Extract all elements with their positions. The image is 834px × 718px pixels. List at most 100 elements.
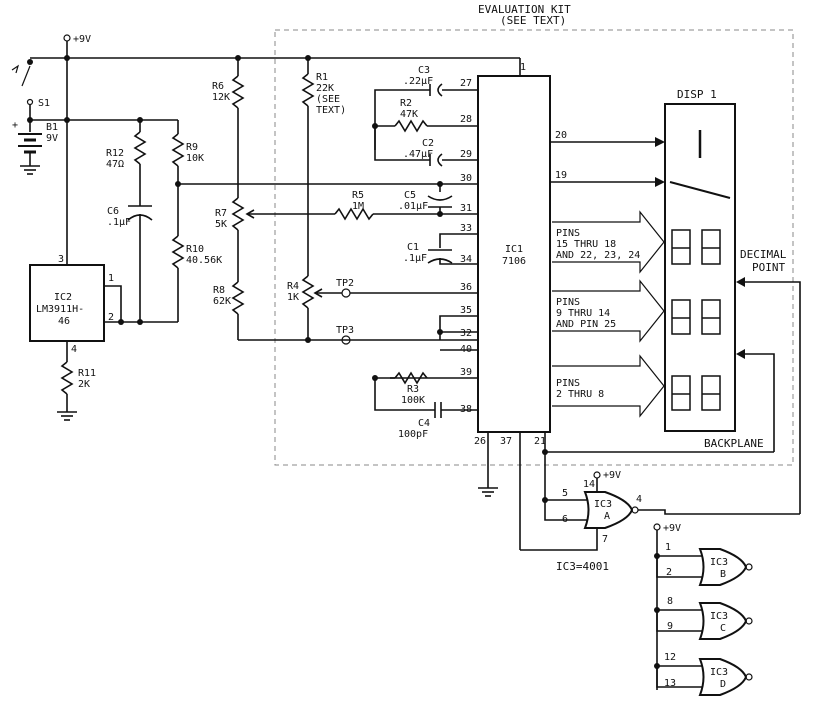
svg-text:PINS: PINS — [556, 297, 580, 308]
svg-text:.1μF: .1μF — [403, 253, 427, 264]
resistor-r12 — [133, 131, 147, 165]
svg-text:R1: R1 — [316, 72, 328, 83]
svg-text:C4: C4 — [418, 418, 430, 429]
svg-text:9: 9 — [667, 621, 673, 632]
svg-text:C: C — [720, 623, 726, 634]
svg-text:C2: C2 — [422, 138, 434, 149]
svg-text:IC1: IC1 — [505, 244, 523, 255]
svg-text:19: 19 — [555, 170, 567, 181]
svg-text:AND PIN 25: AND PIN 25 — [556, 319, 616, 330]
integrator-network: C3 .22μF R2 47K C2 .47μF — [372, 65, 478, 167]
ic3-unused-gates: +9V IC3 B 1 2 IC3 C 8 9 IC3 D 12 13 — [653, 523, 753, 696]
battery-name: B1 — [46, 122, 58, 133]
svg-text:4: 4 — [636, 494, 642, 505]
svg-text:2K: 2K — [78, 379, 90, 390]
svg-text:35: 35 — [460, 305, 472, 316]
svg-text:1K: 1K — [287, 292, 299, 303]
svg-text:47Ω: 47Ω — [106, 159, 124, 170]
svg-text:C5: C5 — [404, 190, 416, 201]
svg-text:3: 3 — [58, 254, 64, 265]
svg-text:7106: 7106 — [502, 256, 526, 267]
ic2-body — [29, 264, 105, 342]
svg-text:20: 20 — [555, 130, 567, 141]
svg-text:R9: R9 — [186, 142, 198, 153]
svg-text:A: A — [604, 511, 610, 522]
reference-divider: R6 12K R7 5K R8 62K — [212, 58, 478, 341]
switch-s1 — [21, 65, 31, 87]
svg-text:TP3: TP3 — [336, 325, 354, 336]
svg-text:5: 5 — [562, 488, 568, 499]
bus-arrows: PINS 15 THRU 18 AND 22, 23, 24 PINS 9 TH… — [552, 210, 665, 418]
svg-text:14: 14 — [583, 479, 595, 490]
svg-text:13: 13 — [664, 678, 676, 689]
r1-group: R1 22K (SEE TEXT) R4 1K — [287, 58, 346, 343]
resistor-r5 — [334, 207, 374, 221]
plus9v-label: +9V — [73, 34, 91, 45]
svg-text:LM3911H-: LM3911H- — [36, 304, 84, 315]
resistor-r4 — [301, 275, 315, 309]
resistor-r2 — [394, 119, 428, 133]
svg-text:R4: R4 — [287, 281, 299, 292]
svg-text:R7: R7 — [215, 208, 227, 219]
svg-text:8: 8 — [667, 596, 673, 607]
svg-text:28: 28 — [460, 114, 472, 125]
resistor-r11 — [60, 361, 74, 395]
plus9v-terminal — [63, 34, 71, 42]
svg-text:1: 1 — [108, 273, 114, 284]
switch-label: S1 — [38, 98, 50, 109]
resistor-r8 — [231, 281, 245, 315]
svg-text:R10: R10 — [186, 244, 204, 255]
svg-text:26: 26 — [474, 436, 486, 447]
svg-text:12: 12 — [664, 652, 676, 663]
resistor-r9 — [171, 133, 185, 167]
svg-text:C1: C1 — [407, 242, 419, 253]
svg-text:22K: 22K — [316, 83, 334, 94]
kit-title: EVALUATION KIT — [478, 3, 571, 16]
svg-text:34: 34 — [460, 254, 472, 265]
svg-text:6: 6 — [562, 514, 568, 525]
svg-text:B: B — [720, 569, 726, 580]
svg-text:R12: R12 — [106, 148, 124, 159]
svg-text:R11: R11 — [78, 368, 96, 379]
svg-text:.1μF: .1μF — [107, 217, 131, 228]
c1-group: C1 .1μF — [403, 233, 478, 265]
svg-text:IC3: IC3 — [710, 667, 728, 678]
svg-text:12K: 12K — [212, 92, 230, 103]
svg-text:10K: 10K — [186, 153, 204, 164]
svg-text:40: 40 — [460, 344, 472, 355]
svg-text:32: 32 — [460, 328, 472, 339]
svg-text:POINT: POINT — [752, 261, 785, 274]
svg-text:IC2: IC2 — [54, 292, 72, 303]
resistor-r10 — [171, 235, 185, 269]
ic1-chip: IC1 7106 27 28 29 30 31 33 34 36 35 32 4… — [460, 75, 567, 497]
svg-text:39: 39 — [460, 367, 472, 378]
svg-text:1M: 1M — [352, 201, 364, 212]
svg-text:62K: 62K — [213, 296, 231, 307]
kit-subtitle: (SEE TEXT) — [500, 14, 566, 27]
svg-text:R5: R5 — [352, 190, 364, 201]
oscillator-network: R3 100K C4 100pF — [372, 371, 478, 440]
tp2-test-point — [341, 288, 351, 298]
svg-text:D: D — [720, 679, 726, 690]
nor-gate-b — [698, 548, 748, 586]
svg-text:100pF: 100pF — [398, 429, 428, 440]
svg-text:2: 2 — [666, 567, 672, 578]
svg-text:.01μF: .01μF — [398, 201, 428, 212]
svg-text:7: 7 — [602, 534, 608, 545]
svg-text:1: 1 — [665, 542, 671, 553]
svg-text:PINS: PINS — [556, 228, 580, 239]
svg-text:AND 22, 23, 24: AND 22, 23, 24 — [556, 250, 640, 261]
svg-text:R8: R8 — [213, 285, 225, 296]
svg-text:+: + — [12, 120, 18, 131]
svg-text:IC3: IC3 — [710, 557, 728, 568]
svg-text:46: 46 — [58, 316, 70, 327]
svg-text:31: 31 — [460, 203, 472, 214]
svg-text:R6: R6 — [212, 81, 224, 92]
ic1-pin-1: 1 — [520, 62, 526, 73]
battery-section: +9V S1 + B1 9V — [11, 34, 91, 265]
svg-text:TP2: TP2 — [336, 278, 354, 289]
svg-text:(SEE: (SEE — [316, 94, 340, 105]
tp3-test-point — [341, 335, 351, 345]
